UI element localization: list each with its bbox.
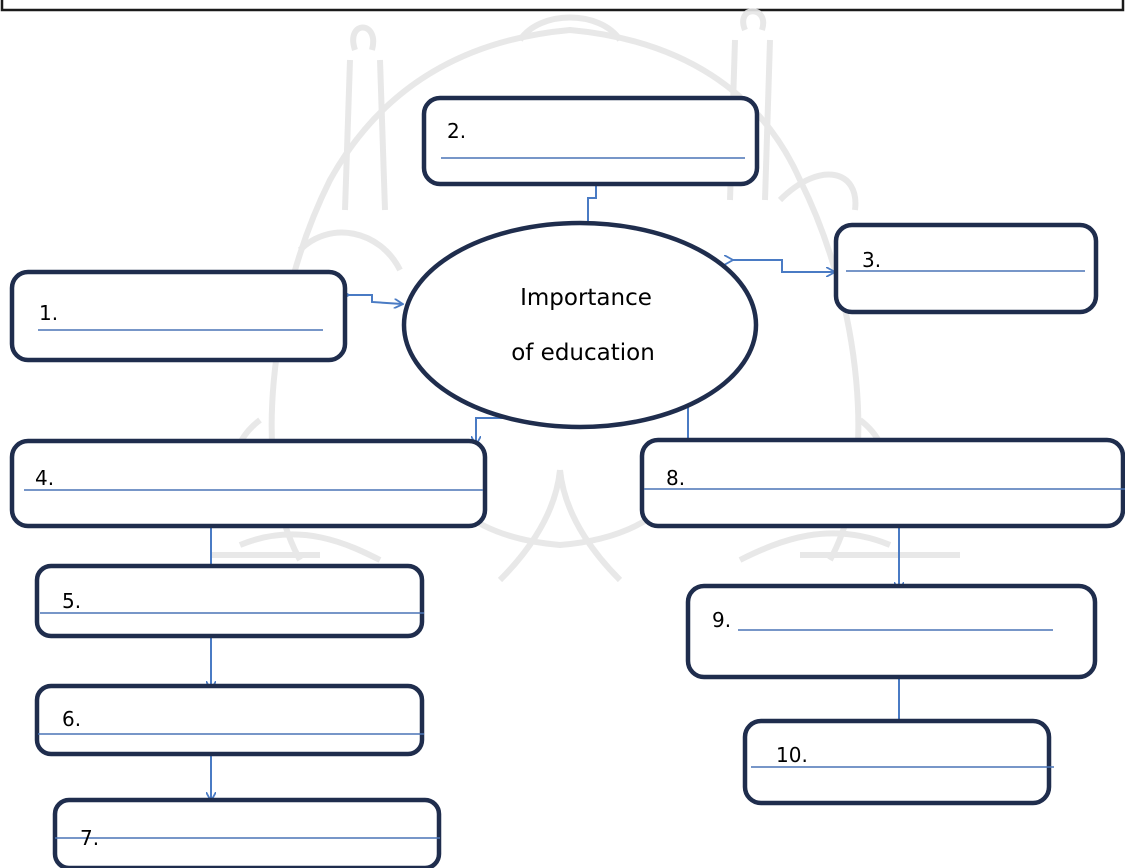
answer-box-10[interactable]: 10. [742,718,1054,806]
box-10-label: 10. [776,743,808,767]
box-8-label: 8. [666,466,685,490]
center-topic-node: Importance of education [401,220,759,430]
center-topic-ellipse [401,220,759,430]
box-1-label: 1. [39,301,58,325]
answer-box-6[interactable]: 6. [34,683,425,757]
answer-box-4[interactable]: 4. [9,438,488,529]
answer-box-9[interactable]: 9. [685,583,1098,680]
center-topic-line-2: of education [511,340,655,366]
answer-box-7[interactable]: 7. [52,797,442,868]
box-4-label: 4. [35,466,54,490]
box-2-label: 2. [447,119,466,143]
connectors [211,168,899,800]
answer-box-2[interactable]: 2. [421,95,760,187]
box-3-label: 3. [862,248,881,272]
connector-center-to-box-1 [348,295,402,304]
page-frame-border [0,0,1125,12]
center-topic-line-1: Importance [520,285,652,311]
box-5-label: 5. [62,589,81,613]
answer-box-1[interactable]: 1. [9,269,348,363]
box-7-label: 7. [80,826,99,850]
box-9-label: 9. [712,608,731,632]
box-6-label: 6. [62,707,81,731]
answer-box-3[interactable]: 3. [833,222,1099,315]
answer-box-8[interactable]: 8. [639,437,1125,529]
answer-box-5[interactable]: 5. [34,563,425,639]
connector-center-to-box-3 [732,260,834,272]
